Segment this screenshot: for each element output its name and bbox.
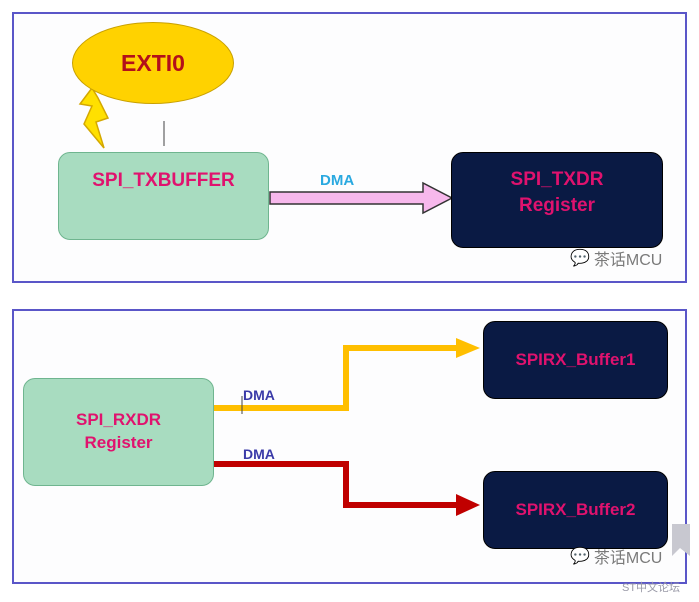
dma-label-rx1: DMA	[243, 387, 275, 403]
exti0-bubble: EXTI0	[72, 22, 234, 104]
dma-label-rx2: DMA	[243, 446, 275, 462]
spirx-buffer2-label: SPIRX_Buffer2	[515, 499, 636, 519]
spirx-buffer1-label: SPIRX_Buffer1	[515, 349, 636, 369]
watermark-bottom-text: 茶话MCU	[593, 550, 663, 567]
spi-txbuffer-label: SPI_TXBUFFER	[92, 170, 235, 192]
corner-logo-shape	[672, 524, 690, 556]
rx-register-label: Register	[84, 433, 153, 452]
chat-bubble-icon: 💬	[570, 548, 590, 565]
watermark-bottom: 💬 茶话MCU	[570, 544, 662, 568]
watermark-corner: ST中文论坛	[622, 579, 680, 595]
dma-arrow-top	[269, 181, 454, 215]
watermark-top-text: 茶话MCU	[593, 252, 663, 269]
exti0-label: EXTI0	[121, 49, 185, 76]
spi-rxdr-register-box: SPI_RXDR Register	[23, 378, 214, 486]
spi-rxdr-label: SPI_RXDR	[75, 410, 162, 430]
lightning-bolt-icon	[78, 86, 110, 149]
watermark-corner-text: ST中文论坛	[622, 582, 681, 594]
watermark-top: 💬 茶话MCU	[570, 246, 662, 270]
chat-bubble-icon: 💬	[570, 250, 590, 267]
spi-txdr-label: SPI_TXDR	[510, 169, 604, 191]
register-label: Register	[518, 195, 595, 216]
dma-arrow-buffer2-head	[456, 494, 480, 516]
dma-arrow-buffer2-line	[214, 461, 458, 508]
spirx-buffer1-box: SPIRX_Buffer1	[483, 321, 668, 399]
spi-txdr-register-box: SPI_TXDR Register	[451, 152, 663, 248]
dma-label-top: DMA	[320, 172, 355, 189]
dma-arrow-buffer1-head	[456, 338, 480, 358]
dma-arrow-buffer1-line	[214, 345, 458, 411]
spirx-buffer2-box: SPIRX_Buffer2	[483, 471, 668, 549]
spi-txbuffer-box: SPI_TXBUFFER	[58, 152, 269, 240]
